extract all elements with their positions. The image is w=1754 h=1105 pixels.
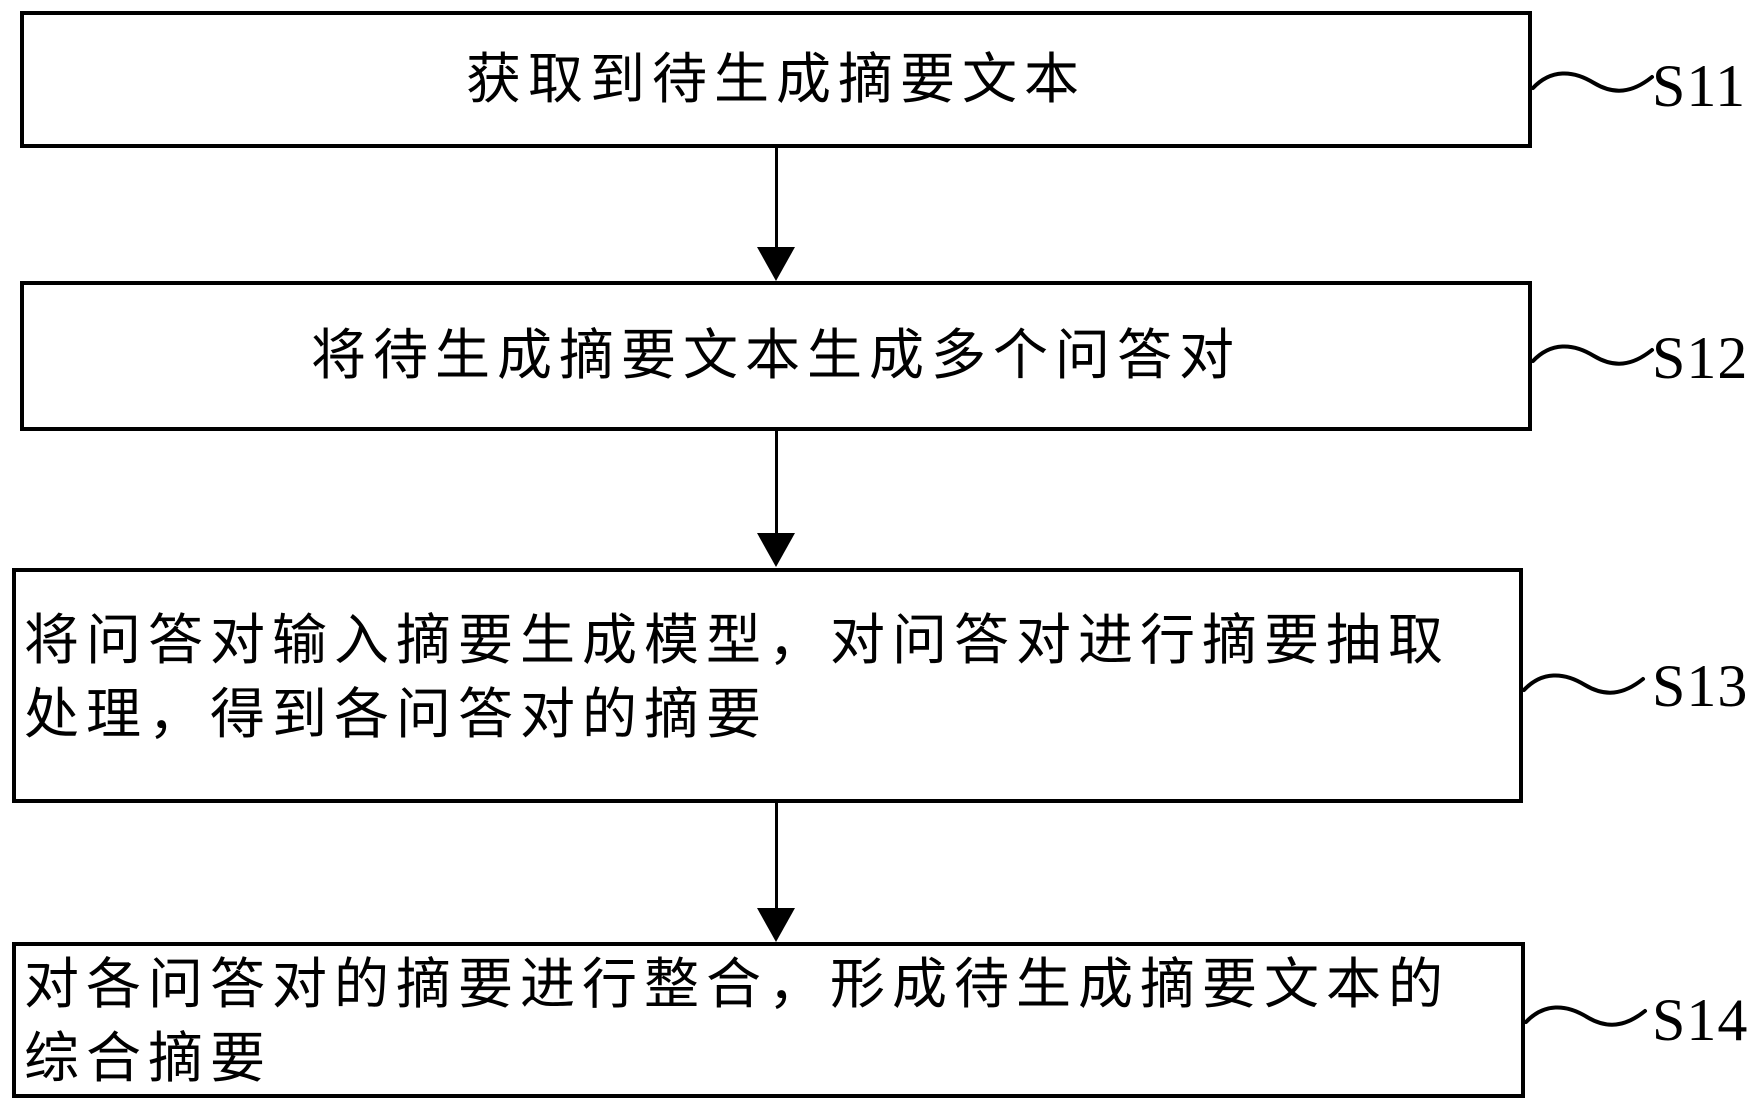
down-arrow-shaft-1 <box>775 148 778 248</box>
flow-step-box-s14: 对各问答对的摘要进行整合，形成待生成摘要文本的 综合摘要 <box>12 942 1525 1098</box>
step-connector-squiggle-s12 <box>1531 344 1654 366</box>
down-arrow-shaft-2 <box>775 431 778 534</box>
step-connector-squiggle-s13 <box>1522 673 1645 695</box>
down-arrow-icon <box>757 533 795 567</box>
step-text-line: 将待生成摘要文本生成多个问答对 <box>310 325 1241 386</box>
step-label-s11: S11 <box>1652 53 1747 119</box>
step-connector-squiggle-s14 <box>1524 1005 1647 1027</box>
step-text-line: 处理，得到各问答对的摘要 <box>24 684 769 745</box>
step-label-s12: S12 <box>1652 325 1749 391</box>
step-text-line: 将问答对输入摘要生成模型，对问答对进行摘要抽取 <box>24 610 1451 671</box>
down-arrow-shaft-3 <box>775 803 778 909</box>
down-arrow-icon <box>757 247 795 281</box>
flow-step-box-s11: 获取到待生成摘要文本 <box>20 11 1532 148</box>
flow-step-box-s12: 将待生成摘要文本生成多个问答对 <box>20 281 1532 431</box>
down-arrow-icon <box>757 908 795 942</box>
step-label-s13: S13 <box>1652 653 1749 719</box>
flow-step-box-s13: 将问答对输入摘要生成模型，对问答对进行摘要抽取 处理，得到各问答对的摘要 <box>12 568 1523 803</box>
step-label-s14: S14 <box>1652 987 1749 1053</box>
step-text-line: 获取到待生成摘要文本 <box>465 48 1086 110</box>
step-text-line: 对各问答对的摘要进行整合，形成待生成摘要文本的 <box>24 954 1451 1015</box>
step-connector-squiggle-s11 <box>1531 71 1654 93</box>
step-text-line: 综合摘要 <box>24 1028 273 1089</box>
